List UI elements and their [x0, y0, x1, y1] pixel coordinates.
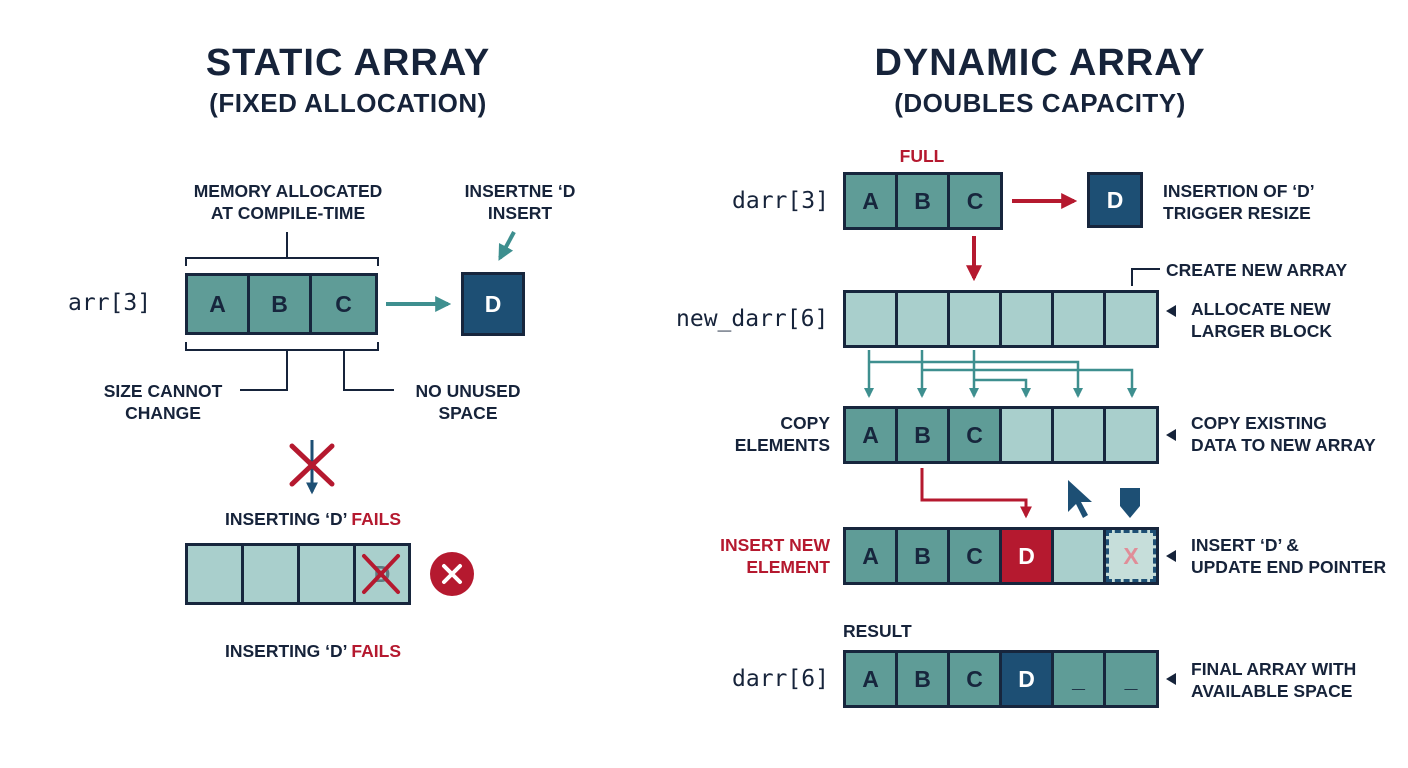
new-darr-cell: [1054, 293, 1106, 345]
insert-new-label: INSERT NEW ELEMENT: [720, 535, 830, 577]
darr-cell: A: [846, 175, 898, 227]
copy-cell: [1002, 409, 1054, 461]
darr-array: A B C: [843, 172, 1003, 230]
size-bracket: [185, 342, 394, 391]
final-note: FINAL ARRAY WITH AVAILABLE SPACE: [1191, 659, 1357, 701]
end-pointer-cell: X: [1106, 530, 1156, 582]
x-circle-icon: [430, 552, 474, 596]
copy-cell: [1106, 409, 1156, 461]
copy-cell: [1054, 409, 1106, 461]
create-note: CREATE NEW ARRAY: [1166, 260, 1348, 280]
create-callout: [1131, 268, 1160, 286]
new-darr-cell: [950, 293, 1002, 345]
copy-label: COPY ELEMENTS: [734, 413, 830, 455]
static-array: A B C: [185, 273, 378, 335]
blocked-cell: [188, 546, 244, 602]
final-cell-empty: _: [1106, 653, 1156, 705]
static-cell-b: B: [250, 276, 312, 332]
copy-cell: B: [898, 409, 950, 461]
new-darr-cell: [1106, 293, 1156, 345]
copy-cell: A: [846, 409, 898, 461]
static-incoming-d: D: [461, 272, 525, 336]
static-array-label: arr[3]: [68, 290, 152, 316]
insert-note: INSERTNE ‘D INSERT: [464, 181, 576, 223]
insert-array: A B C D X: [843, 527, 1159, 585]
final-cell: A: [846, 653, 898, 705]
insert-pointer-icon: [1166, 550, 1176, 562]
insert-cell: A: [846, 530, 898, 582]
end-pointer-icon: [1120, 488, 1140, 518]
insert-cell: C: [950, 530, 1002, 582]
full-label: FULL: [899, 146, 945, 166]
blocked-cell: [300, 546, 356, 602]
final-array: A B C D _ _: [843, 650, 1159, 708]
result-label: RESULT: [843, 621, 912, 641]
static-subtitle: (FIXED ALLOCATION): [209, 88, 487, 118]
resize-note: INSERTION OF ‘D’ TRIGGER RESIZE: [1163, 181, 1315, 223]
insert-cell: [1054, 530, 1106, 582]
blocked-array: D: [185, 543, 411, 605]
unused-note: NO UNUSED SPACE: [415, 381, 521, 423]
final-cell-empty: _: [1054, 653, 1106, 705]
size-note: SIZE CANNOT CHANGE: [103, 381, 223, 423]
darr-cell: B: [898, 175, 950, 227]
insert-note: INSERT ‘D’ & UPDATE END POINTER: [1191, 535, 1387, 577]
copy-arrows: [864, 350, 1137, 398]
new-darr-cell: [1002, 293, 1054, 345]
static-title: STATIC ARRAY: [205, 42, 491, 84]
blocked-cell: [244, 546, 300, 602]
new-darr-array: [843, 290, 1159, 348]
cursor-icon: [1068, 480, 1092, 518]
copy-array: A B C: [843, 406, 1159, 464]
final-cell: B: [898, 653, 950, 705]
darr-cell: C: [950, 175, 1000, 227]
memory-note: MEMORY ALLOCATED AT COMPILE-TIME: [193, 181, 383, 223]
new-darr-label: new_darr[6]: [676, 306, 829, 332]
final-pointer-icon: [1166, 673, 1176, 685]
dynamic-title: DYNAMIC ARRAY: [874, 42, 1206, 84]
memory-bracket: [185, 232, 379, 266]
copy-pointer-icon: [1166, 429, 1176, 441]
insert-cell-d: D: [1002, 530, 1054, 582]
final-cell: C: [950, 653, 1002, 705]
copy-cell: C: [950, 409, 1002, 461]
new-darr-cell: [898, 293, 950, 345]
insert-arrow: [920, 468, 1032, 519]
blocked-cross-icon: [289, 443, 335, 487]
final-darr-label: darr[6]: [732, 666, 829, 692]
darr-label: darr[3]: [732, 188, 829, 214]
insert-note-arrow: [498, 231, 516, 261]
fail-caption-bottom: INSERTING ‘D’ FAILS: [224, 641, 401, 661]
static-cell-c: C: [312, 276, 375, 332]
dynamic-subtitle: (DOUBLES CAPACITY): [894, 88, 1186, 118]
final-cell-d: D: [1002, 653, 1054, 705]
copy-note: COPY EXISTING DATA TO NEW ARRAY: [1191, 413, 1376, 455]
dynamic-incoming-d: D: [1087, 172, 1143, 228]
static-cell-a: A: [188, 276, 250, 332]
alloc-pointer-icon: [1166, 305, 1176, 317]
alloc-note: ALLOCATE NEW LARGER BLOCK: [1191, 299, 1332, 341]
cell-cross-icon: [362, 554, 400, 594]
insert-cell: B: [898, 530, 950, 582]
new-darr-cell: [846, 293, 898, 345]
fail-caption-top: INSERTING ‘D’ FAILS: [224, 509, 401, 529]
